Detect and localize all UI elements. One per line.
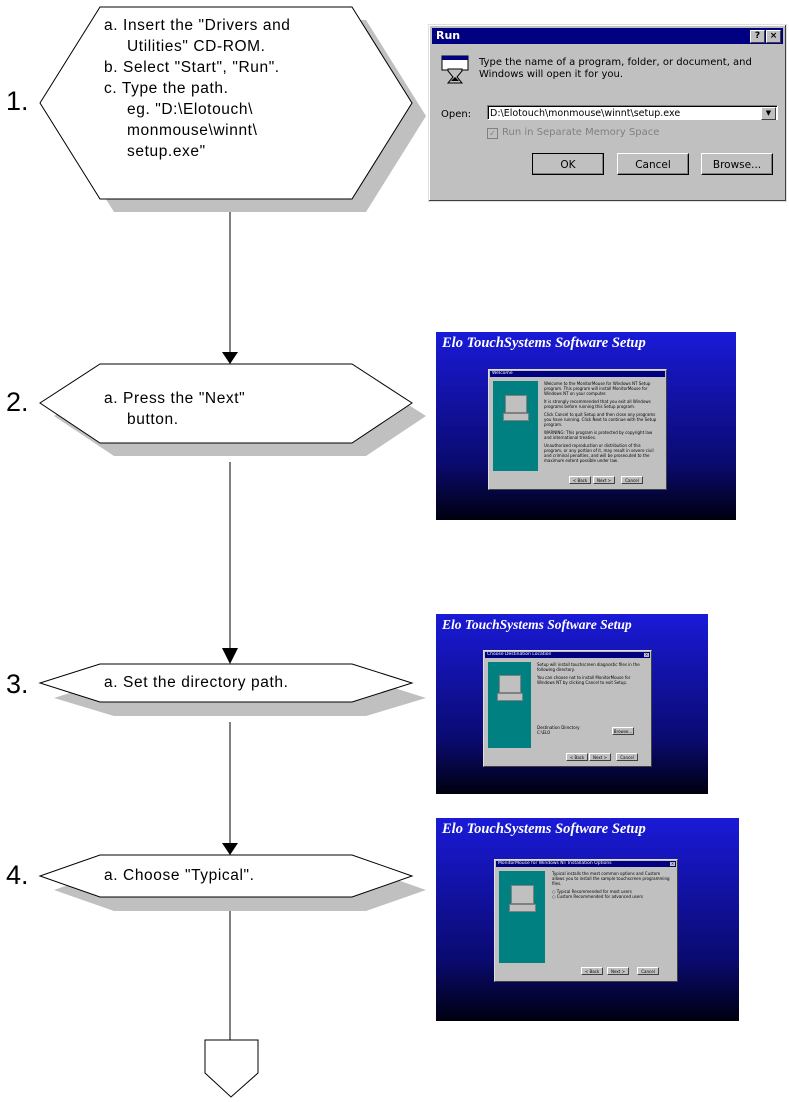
step-4-text: a. Choose "Typical".: [104, 865, 255, 886]
run-program-icon: [441, 55, 469, 84]
open-path-value: D:\Elotouch\monmouse\winnt\setup.exe: [490, 108, 681, 119]
step-number-3: 3.: [6, 669, 29, 699]
setup-title: Elo TouchSystems Software Setup: [442, 821, 646, 837]
next-button[interactable]: Next >: [607, 967, 629, 975]
back-button[interactable]: < Back: [566, 753, 588, 761]
custom-option-label: Custom Recommended for advanced users: [556, 894, 644, 899]
options-body: Typical installs the most common options…: [552, 871, 670, 899]
step-1-line: a. Insert the "Drivers and: [104, 17, 291, 34]
step-number-1: 1.: [6, 86, 29, 116]
step-2-box: [39, 363, 413, 444]
destination-dialog-title: Choose Destination Location: [487, 652, 552, 657]
welcome-dialog-title: Welcome: [492, 371, 513, 376]
chevron-down-icon[interactable]: ▼: [761, 107, 776, 120]
body-paragraph: It is strongly recommended that you exit…: [544, 399, 651, 409]
arrowhead-4: [222, 843, 238, 855]
setup-screenshot-options: Elo TouchSystems Software Setup MonitorM…: [436, 818, 739, 1021]
destination-dialog-titlebar: Choose Destination Location ×: [485, 652, 650, 658]
step-2-line: a. Press the "Next": [104, 390, 246, 407]
cancel-button[interactable]: Cancel: [637, 967, 659, 975]
setup-computer-icon: [493, 381, 538, 471]
run-dialog-titlebar: Run ? ×: [432, 28, 783, 44]
cancel-button[interactable]: Cancel: [621, 476, 643, 484]
body-paragraph: WARNING: This program is protected by co…: [544, 430, 653, 440]
arrowhead-3: [222, 648, 238, 664]
step-1-line: setup.exe": [127, 143, 206, 160]
step-1-line: b. Select "Start", "Run".: [104, 59, 280, 76]
body-paragraph: Setup will install touchscreen diagnosti…: [537, 662, 640, 672]
welcome-body: Welcome to the MonitorMouse for Windows …: [544, 381, 659, 466]
body-paragraph: Click Cancel to quit Setup and then clos…: [544, 412, 657, 427]
options-dialog: MonitorMouse for Windows NT Installation…: [494, 859, 678, 982]
step-1-line: monmouse\winnt\: [127, 122, 258, 139]
help-button[interactable]: ?: [750, 30, 765, 43]
options-dialog-title: MonitorMouse for Windows NT Installation…: [498, 861, 612, 866]
options-dialog-titlebar: MonitorMouse for Windows NT Installation…: [496, 861, 676, 867]
browse-button[interactable]: Browse...: [701, 153, 773, 175]
setup-title: Elo TouchSystems Software Setup: [442, 335, 646, 351]
body-paragraph: You can choose not to install MonitorMou…: [537, 675, 631, 685]
next-button[interactable]: Next >: [589, 753, 611, 761]
destination-dialog: Choose Destination Location × Setup will …: [483, 650, 652, 767]
welcome-dialog: Welcome Welcome to the MonitorMouse for …: [488, 369, 667, 490]
step-2-text: a. Press the "Next" button.: [104, 388, 245, 430]
body-paragraph: Welcome to the MonitorMouse for Windows …: [544, 381, 651, 396]
step-3-box: [38, 663, 414, 703]
separate-memory-label: Run in Separate Memory Space: [502, 127, 660, 138]
step-1-line: eg. "D:\Elotouch\: [127, 101, 253, 118]
cancel-button[interactable]: Cancel: [616, 753, 638, 761]
step-1-box: [39, 6, 413, 200]
step-4-line: a. Choose "Typical".: [104, 867, 255, 884]
destination-directory: Destination Directory C:\ELO: [537, 725, 645, 735]
step-1-text: a. Insert the "Drivers and Utilities" CD…: [104, 15, 291, 162]
open-path-input[interactable]: D:\Elotouch\monmouse\winnt\setup.exe ▼: [487, 105, 778, 120]
cancel-button[interactable]: Cancel: [617, 153, 689, 175]
step-4-box: [38, 854, 414, 898]
step-1-line: c. Type the path.: [104, 80, 229, 97]
back-button[interactable]: < Back: [581, 967, 603, 975]
typical-option[interactable]: ○ Typical Recommended for most users: [552, 889, 632, 894]
close-icon[interactable]: ×: [670, 861, 675, 866]
run-dialog-title: Run: [436, 29, 461, 42]
open-label: Open:: [441, 109, 472, 120]
close-button[interactable]: ×: [766, 30, 781, 43]
separate-memory-checkbox[interactable]: ✓ Run in Separate Memory Space: [487, 127, 659, 139]
step-number-4: 4.: [6, 860, 29, 890]
run-dialog-message: Type the name of a program, folder, or d…: [479, 57, 752, 80]
ok-button[interactable]: OK: [532, 153, 604, 175]
step-3-text: a. Set the directory path.: [104, 672, 288, 693]
custom-option[interactable]: ○ Custom Recommended for advanced users: [552, 894, 644, 899]
setup-computer-icon: [488, 662, 531, 748]
browse-button[interactable]: Browse...: [612, 727, 634, 735]
body-paragraph: Typical installs the most common options…: [552, 871, 670, 886]
step-1-line: Utilities" CD-ROM.: [127, 38, 266, 55]
step-3-line: a. Set the directory path.: [104, 674, 289, 691]
next-button[interactable]: Next >: [593, 476, 615, 484]
destination-value: C:\ELO: [537, 730, 551, 735]
arrowhead-2: [222, 352, 238, 364]
typical-option-label: Typical Recommended for most users: [556, 889, 632, 894]
step-2-line: button.: [127, 411, 179, 428]
body-paragraph: Unauthorized reproduction or distributio…: [544, 443, 654, 463]
back-button[interactable]: < Back: [569, 476, 591, 484]
continuation-connector: [204, 1039, 259, 1098]
checkbox-check-icon: ✓: [487, 128, 498, 139]
welcome-dialog-titlebar: Welcome: [490, 371, 665, 377]
destination-body: Setup will install touchscreen diagnosti…: [537, 662, 645, 688]
run-dialog: Run ? × Type the name of a program, fold…: [428, 24, 787, 202]
step-number-2: 2.: [6, 387, 29, 417]
setup-title: Elo TouchSystems Software Setup: [442, 617, 632, 632]
setup-screenshot-destination: Elo TouchSystems Software Setup Choose D…: [436, 614, 708, 794]
destination-label: Destination Directory: [537, 725, 580, 730]
setup-screenshot-welcome: Elo TouchSystems Software Setup Welcome …: [436, 332, 736, 520]
setup-computer-icon: [499, 871, 545, 963]
close-icon[interactable]: ×: [644, 652, 649, 657]
